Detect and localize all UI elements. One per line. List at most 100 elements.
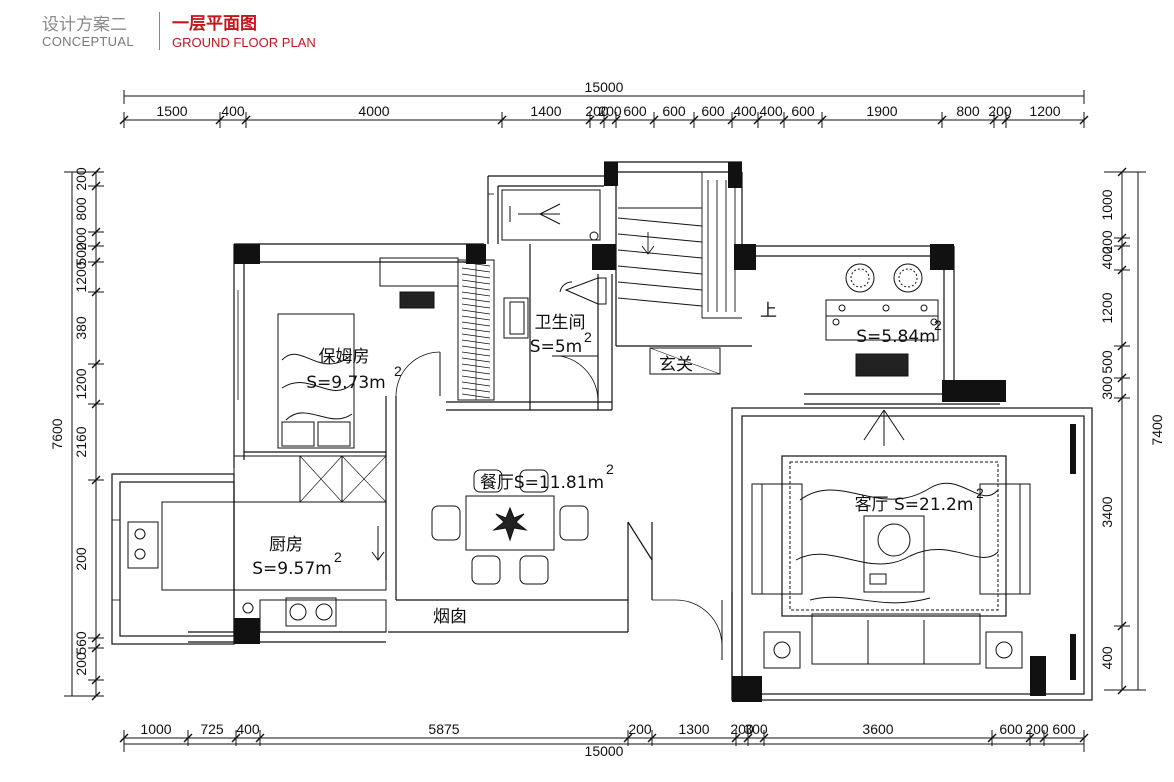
dimension-label: 1400 (530, 103, 561, 119)
dimension-slash (1117, 233, 1127, 243)
dimension-label: 200 (730, 721, 754, 737)
entry-area (649, 347, 721, 375)
dimension-label: 2160 (73, 426, 89, 457)
dimension-label: 400 (221, 103, 245, 119)
dimension-slash (987, 733, 997, 743)
kitchen-area: S=9.57m (252, 559, 331, 579)
dimension-slash (91, 241, 101, 251)
dimension-slash (743, 733, 753, 743)
staircase (617, 172, 742, 319)
dimension-slash (91, 227, 101, 237)
dimension-slash (1025, 733, 1035, 743)
dining-furniture (431, 469, 589, 585)
dimension-slash (817, 115, 827, 125)
dimension-slash (647, 733, 657, 743)
dimension-label: 300 (1099, 376, 1115, 400)
dimension-label: 800 (956, 103, 980, 119)
living-area-sup: 2 (976, 485, 984, 501)
dimension-slash (231, 733, 241, 743)
kitchen-area-sup: 2 (334, 549, 342, 565)
dimension-label: 1200 (1029, 103, 1060, 119)
bathroom-fixtures (501, 189, 607, 401)
dimension-slash (255, 733, 265, 743)
dimension-label: 200 (73, 547, 89, 571)
top-total-dimension: 15000 (585, 79, 624, 95)
dimension-slash (727, 115, 737, 125)
study-area-sup: 2 (934, 317, 942, 333)
flue-label: 烟囱 (433, 607, 467, 627)
dimension-slash (183, 733, 193, 743)
dimension-slash (119, 733, 129, 743)
dimension-slash (119, 115, 129, 125)
right-dimension-chain (1104, 167, 1146, 695)
dimension-label: 4000 (358, 103, 389, 119)
exterior-walls (111, 161, 1093, 701)
kitchen-name: 厨房 (269, 535, 303, 555)
dimension-label: 400 (1099, 646, 1115, 670)
dimension-label: 600 (1052, 721, 1076, 737)
entry-label: 玄关 (659, 355, 693, 375)
dimension-label: 1200 (73, 368, 89, 399)
dimension-label: 600 (791, 103, 815, 119)
dimension-slash (91, 633, 101, 643)
dimension-label: 800 (73, 197, 89, 221)
study-area-label: S=5.84m (856, 327, 935, 347)
dimension-label: 400 (1099, 246, 1115, 270)
stair-step (617, 217, 703, 227)
dimension-slash (759, 733, 769, 743)
stair-step (617, 297, 703, 307)
dimension-label: 1500 (156, 103, 187, 119)
dimension-label: 400 (759, 103, 783, 119)
dimension-slash (91, 257, 101, 267)
dimension-label: 600 (662, 103, 686, 119)
dimension-label: 500 (73, 242, 89, 266)
dimension-label: 1000 (1099, 189, 1115, 220)
dimension-slash (611, 115, 621, 125)
maid-room-area-sup: 2 (394, 363, 402, 379)
stair-up-label: 上 (760, 301, 777, 321)
bathroom-name: 卫生间 (535, 313, 586, 333)
dimension-label: 3400 (1099, 496, 1115, 527)
dimension-slash (91, 475, 101, 485)
dimension-slash (1117, 341, 1127, 351)
windows (112, 193, 494, 601)
dimension-slash (989, 115, 999, 125)
dimension-label: 200 (598, 103, 622, 119)
bottom-dimension-chain (119, 730, 1089, 752)
dimension-slash (1117, 265, 1127, 275)
dimension-slash (91, 181, 101, 191)
maid-room-area: S=9.73m (306, 373, 385, 393)
bottom-total-dimension: 15000 (585, 743, 624, 759)
dimension-slash (1117, 167, 1127, 177)
dimension-slash (91, 675, 101, 685)
kitchen-furniture (127, 455, 387, 633)
right-total-dimension: 7400 (1149, 414, 1165, 445)
dimension-label: 1200 (73, 261, 89, 292)
dimension-slash (91, 399, 101, 409)
stair-step (617, 233, 703, 243)
dimension-label: 400 (236, 721, 260, 737)
dimension-label: 200 (1025, 721, 1049, 737)
dimension-label: 725 (200, 721, 224, 737)
dimension-label: 200 (585, 103, 609, 119)
dimension-label: 300 (744, 721, 768, 737)
dimension-label: 1900 (866, 103, 897, 119)
dimension-slash (731, 733, 741, 743)
dimension-slash (91, 287, 101, 297)
dimension-slash (1117, 373, 1127, 383)
living-room-label: 客厅 S=21.2m (855, 495, 974, 515)
stair-step (617, 281, 703, 291)
dimension-slash (753, 115, 763, 125)
dimension-slash (91, 359, 101, 369)
dimension-label: 200 (628, 721, 652, 737)
structural-columns (234, 162, 1076, 702)
dimension-slash (1079, 733, 1089, 743)
dimension-slash (1039, 733, 1049, 743)
dimension-label: 600 (623, 103, 647, 119)
dimension-slash (937, 115, 947, 125)
header-divider (159, 12, 160, 50)
dimension-slash (215, 115, 225, 125)
maid-room-name: 保姆房 (319, 347, 370, 367)
dimension-label: 380 (73, 316, 89, 340)
dimension-label: 1200 (1099, 292, 1115, 323)
